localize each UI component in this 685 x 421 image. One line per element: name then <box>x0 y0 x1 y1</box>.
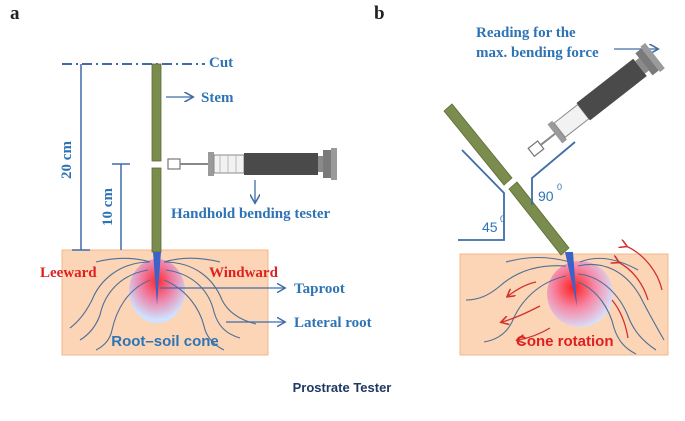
stem-label: Stem <box>201 90 234 106</box>
angle-45-mark <box>458 149 505 241</box>
lateral-root-label: Lateral root <box>294 315 372 331</box>
angle-90-mark <box>531 141 576 205</box>
taproot-label: Taproot <box>294 281 345 297</box>
panel-b-letter: b <box>374 3 385 24</box>
angle-90-degree: 0 <box>557 182 562 192</box>
leeward-label: Leeward <box>40 265 97 281</box>
bending-tester-a <box>167 148 337 180</box>
panel-b: b Reading for the max. bending force 45 … <box>374 3 669 356</box>
panel-a: a Cut 20 cm 10 cm Stem <box>10 3 372 356</box>
reading-label-line1: Reading for the <box>476 25 576 41</box>
stem-b <box>443 103 570 256</box>
reading-label-line2: max. bending force <box>476 45 599 61</box>
dim-10-label: 10 cm <box>100 188 116 226</box>
root-soil-cone-b <box>547 261 613 327</box>
taproot-shape-b <box>565 252 577 306</box>
angle-90-label: 90 <box>538 188 554 204</box>
taproot-shape <box>153 252 161 305</box>
figure-caption: Prostrate Tester <box>293 380 392 395</box>
stem-lower <box>151 167 162 253</box>
rotation-arrows <box>502 246 663 340</box>
tester-label: Handhold bending tester <box>171 206 331 222</box>
stem-upper <box>151 63 162 162</box>
angle-45-degree: 0 <box>500 214 505 224</box>
cut-label: Cut <box>209 55 233 71</box>
cone-rotation-label: Cone rotation <box>516 333 614 350</box>
bending-tester-b <box>527 43 665 158</box>
cone-label: Root–soil cone <box>111 333 219 350</box>
lateral-roots-a <box>69 257 257 351</box>
angle-45-label: 45 <box>482 219 498 235</box>
lateral-roots-b <box>465 257 665 355</box>
windward-label: Windward <box>209 265 279 281</box>
dim-20-label: 20 cm <box>59 141 75 179</box>
panel-a-letter: a <box>10 3 20 24</box>
